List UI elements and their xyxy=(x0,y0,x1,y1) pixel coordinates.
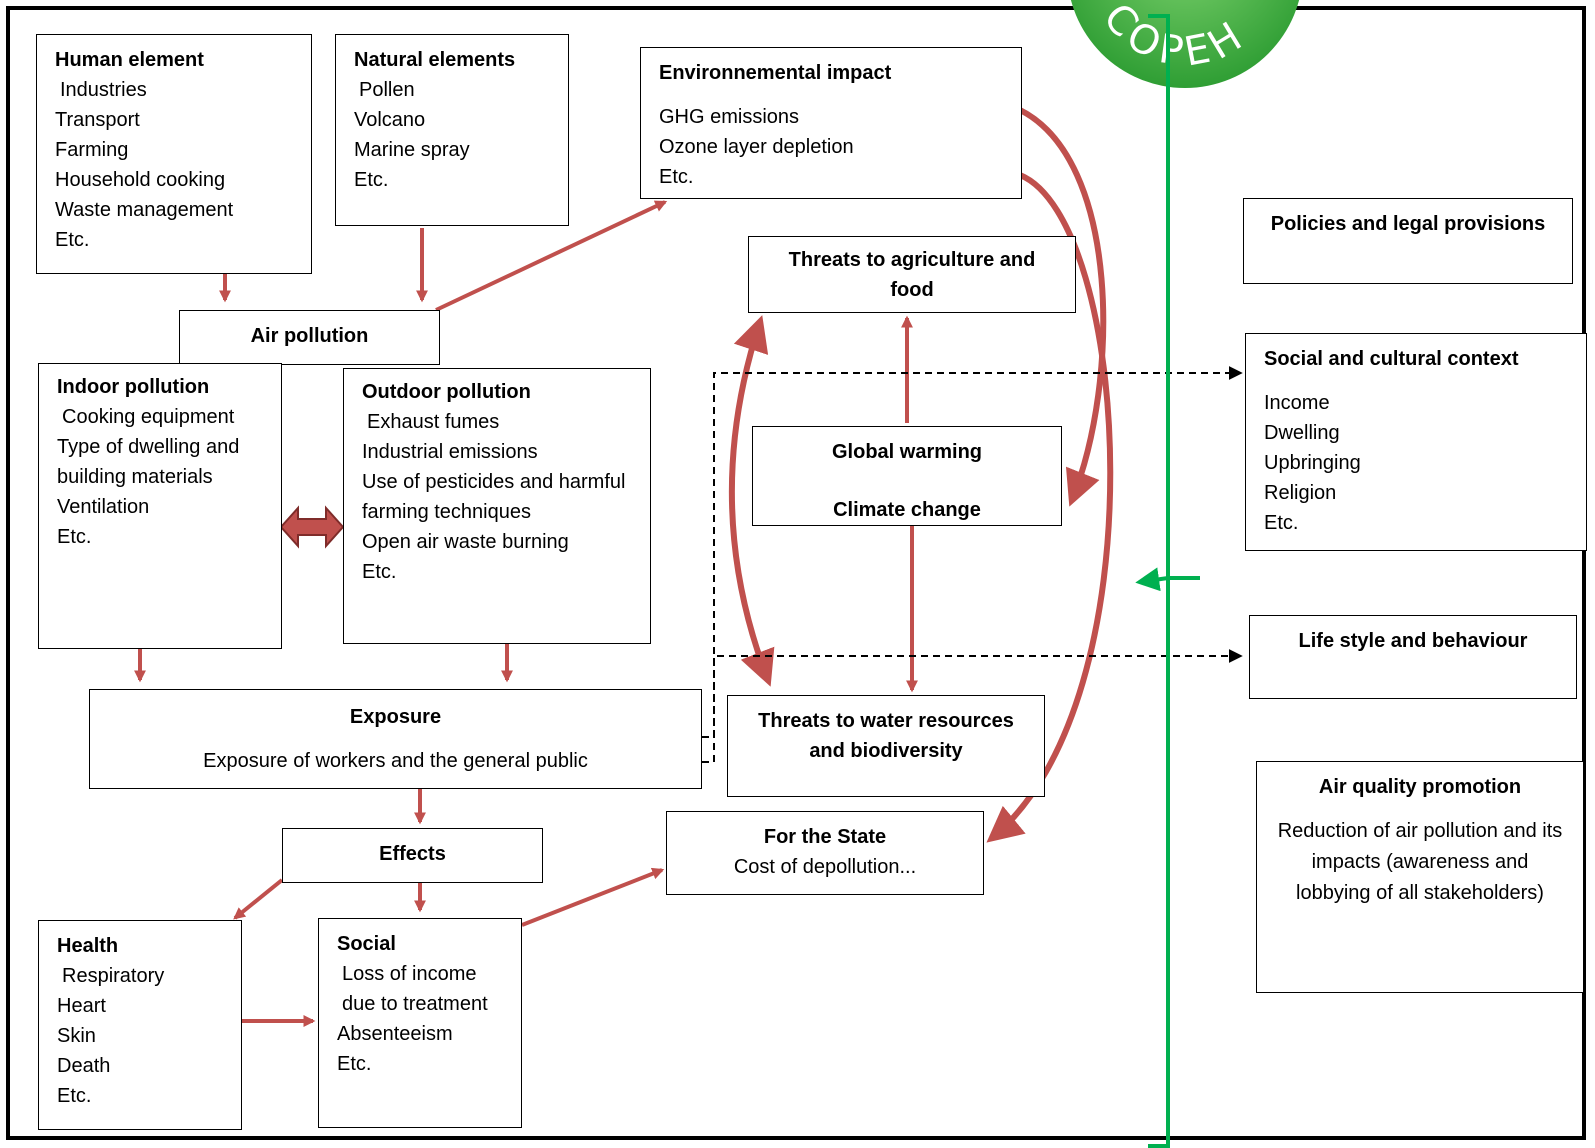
node-air-pollution: Air pollution xyxy=(179,310,440,365)
node-environmental-impact: Environnemental impact GHG emissions Ozo… xyxy=(640,47,1022,199)
list-item: Marine spray xyxy=(354,139,470,161)
arrow-indoor-outdoor xyxy=(279,505,345,549)
list-item: Cooking equipment xyxy=(62,406,235,428)
node-health: Health Respiratory Heart Skin Death Etc. xyxy=(38,920,242,1130)
list-item: Etc. xyxy=(57,1085,92,1107)
node-policies: Policies and legal provisions xyxy=(1243,198,1573,284)
list-item: Household cooking xyxy=(55,169,226,191)
list-item: Loss of income due to treatment xyxy=(342,963,488,1015)
dashed-to-lifestyle xyxy=(702,649,1243,738)
list-item: Etc. xyxy=(362,561,397,583)
list-item: Open air waste burning xyxy=(362,531,569,553)
node-title: Health xyxy=(57,935,119,957)
list-item: Income xyxy=(1264,392,1330,414)
node-title: Exposure xyxy=(349,706,442,728)
node-human-element: Human element Industries Transport Farmi… xyxy=(36,34,312,274)
node-title: Threats to agriculture and food xyxy=(788,249,1036,301)
list-item: Transport xyxy=(55,109,140,131)
list-item: Skin xyxy=(57,1025,96,1047)
node-text: Exposure of workers and the general publ… xyxy=(203,750,588,772)
node-title: Environnemental impact xyxy=(659,62,892,84)
list-item: Etc. xyxy=(55,229,90,251)
node-title: Life style and behaviour xyxy=(1298,630,1528,652)
arrow-effects-to-health xyxy=(233,878,284,920)
node-title: Indoor pollution xyxy=(57,376,210,398)
node-title: For the State xyxy=(763,826,887,848)
node-title: Effects xyxy=(379,843,446,865)
node-for-the-state: For the State Cost of depollution... xyxy=(666,811,984,895)
node-title: Social and cultural context xyxy=(1264,348,1519,370)
node-lifestyle: Life style and behaviour xyxy=(1249,615,1577,699)
arrow-social-to-state xyxy=(521,867,665,927)
list-item: Dwelling xyxy=(1264,422,1340,444)
list-item: Waste management xyxy=(55,199,234,221)
node-title: Threats to water resources and biodivers… xyxy=(758,710,1014,762)
list-item: Exhaust fumes xyxy=(367,411,500,433)
arrow-air-to-env xyxy=(435,200,668,312)
list-item: Death xyxy=(57,1055,111,1077)
node-title: Global warming xyxy=(831,441,983,463)
list-item: Absenteeism xyxy=(337,1023,453,1045)
node-subtitle: Climate change xyxy=(833,499,981,521)
node-effects: Effects xyxy=(282,828,543,883)
node-title: Social xyxy=(337,933,396,955)
node-air-quality-promotion: Air quality promotion Reduction of air p… xyxy=(1256,761,1584,993)
list-item: Upbringing xyxy=(1264,452,1361,474)
list-item: Type of dwelling and building materials xyxy=(57,436,240,488)
list-item: Etc. xyxy=(659,166,694,188)
list-item: Use of pesticides and harmful farming te… xyxy=(362,471,626,523)
node-threats-water: Threats to water resources and biodivers… xyxy=(727,695,1045,797)
list-item: Ventilation xyxy=(57,496,150,518)
list-item: Heart xyxy=(57,995,106,1017)
list-item: Pollen xyxy=(359,79,415,101)
list-item: Etc. xyxy=(1264,512,1299,534)
dashed-to-context xyxy=(702,366,1243,763)
node-title: Policies and legal provisions xyxy=(1270,213,1546,235)
node-title: Outdoor pollution xyxy=(362,381,531,403)
node-title: Natural elements xyxy=(354,49,516,71)
list-item: Ozone layer depletion xyxy=(659,136,854,158)
list-item: Industrial emissions xyxy=(362,441,538,463)
list-item: Etc. xyxy=(337,1053,372,1075)
diagram-frame xyxy=(6,6,1586,1140)
list-item: Etc. xyxy=(354,169,389,191)
node-title: Human element xyxy=(55,49,204,71)
node-social-cultural-context: Social and cultural context Income Dwell… xyxy=(1245,333,1587,551)
curve-env-to-state xyxy=(986,172,1114,843)
node-text: Cost of depollution... xyxy=(733,856,917,878)
node-natural-elements: Natural elements Pollen Volcano Marine s… xyxy=(335,34,569,226)
green-arrow xyxy=(1135,567,1200,592)
list-item: Industries xyxy=(60,79,147,101)
list-item: Etc. xyxy=(57,526,92,548)
list-item: Farming xyxy=(55,139,129,161)
curve-agri-water xyxy=(728,315,775,687)
node-title: Air pollution xyxy=(250,325,369,347)
list-item: Religion xyxy=(1264,482,1337,504)
node-threats-agriculture: Threats to agriculture and food xyxy=(748,236,1076,313)
node-social: Social Loss of income due to treatment A… xyxy=(318,918,522,1128)
list-item: Respiratory xyxy=(62,965,165,987)
list-item: GHG emissions xyxy=(659,106,800,128)
list-item: Volcano xyxy=(354,109,426,131)
node-global-warming: Global warming Climate change xyxy=(752,426,1062,526)
node-indoor-pollution: Indoor pollution Cooking equipment Type … xyxy=(38,363,282,649)
node-exposure: Exposure Exposure of workers and the gen… xyxy=(89,689,702,789)
green-bracket xyxy=(1148,14,1170,1148)
node-outdoor-pollution: Outdoor pollution Exhaust fumes Industri… xyxy=(343,368,651,644)
node-title: Air quality promotion xyxy=(1318,776,1522,798)
node-text: Reduction of air pollution and its impac… xyxy=(1277,820,1563,904)
curve-env-to-warming xyxy=(1018,107,1107,507)
copeh-logo: COPEH xyxy=(1070,0,1300,88)
